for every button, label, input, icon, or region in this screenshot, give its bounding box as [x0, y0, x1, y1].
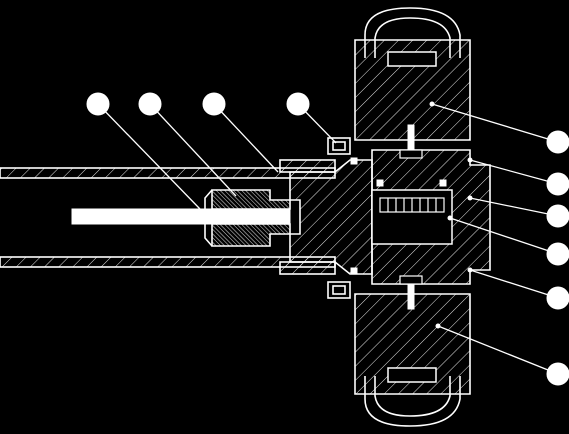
lower-housing	[354, 293, 471, 427]
hub	[279, 159, 373, 275]
upper-housing	[354, 7, 471, 141]
gland-nut-upper	[211, 189, 291, 210]
lower-slot	[387, 367, 437, 383]
callout-3	[202, 92, 226, 116]
upper-handle-inner	[374, 17, 451, 58]
rod-body	[71, 208, 291, 225]
rod	[71, 208, 291, 225]
hub-body	[289, 159, 373, 275]
lower-pin	[407, 283, 415, 310]
callout-10	[546, 362, 569, 386]
small-nuts	[327, 137, 358, 299]
lower-small-nut	[327, 281, 351, 299]
callout-4	[286, 92, 310, 116]
hub-upper-flange	[279, 159, 336, 173]
upper-small-nut	[327, 137, 351, 155]
lower-handle-outer	[364, 376, 461, 427]
callout-6	[546, 172, 569, 196]
callout-8	[546, 242, 569, 266]
upper-housing-block	[354, 39, 471, 141]
lower-handle-inner	[374, 376, 451, 417]
callout-9	[546, 286, 569, 310]
upper-handle-outer	[364, 7, 461, 58]
right-body	[371, 124, 491, 310]
hub-lower-flange	[279, 261, 336, 275]
lower-housing-block	[354, 293, 471, 395]
gland-nut-chamfer	[204, 189, 213, 247]
callout-5	[546, 130, 569, 154]
callout-1	[86, 92, 110, 116]
callout-7	[546, 204, 569, 228]
upper-pin	[407, 124, 415, 151]
callouts	[86, 92, 569, 386]
callout-2	[138, 92, 162, 116]
gland-nut-lower	[211, 223, 291, 247]
